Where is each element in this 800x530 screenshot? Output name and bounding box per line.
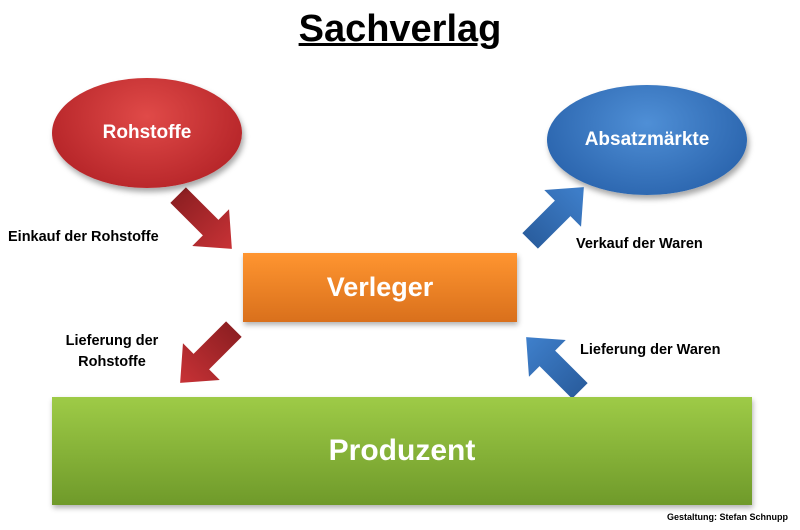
arrow-lieferung-waren — [526, 337, 588, 399]
label-line: Rohstoffe — [78, 354, 146, 370]
label-lieferung-waren: Lieferung der Waren — [580, 342, 721, 358]
node-rohstoffe: Rohstoffe — [52, 78, 242, 188]
node-produzent: Produzent — [52, 397, 752, 505]
node-verleger: Verleger — [243, 253, 517, 322]
diagram-title: Sachverlag — [298, 8, 502, 50]
label-lieferung-rohstoffe: Lieferung der Rohstoffe — [52, 331, 172, 373]
credit: Gestaltung: Stefan Schnupp — [666, 512, 788, 522]
label-verkauf: Verkauf der Waren — [576, 236, 703, 252]
arrow-verkauf — [522, 187, 584, 249]
arrow-einkauf — [170, 187, 232, 249]
label-einkauf: Einkauf der Rohstoffe — [8, 229, 159, 245]
label-line: Lieferung der — [65, 333, 159, 349]
node-absatzmaerkte: Absatzmärkte — [547, 85, 747, 195]
arrow-lieferung-rohstoffe — [180, 321, 242, 383]
